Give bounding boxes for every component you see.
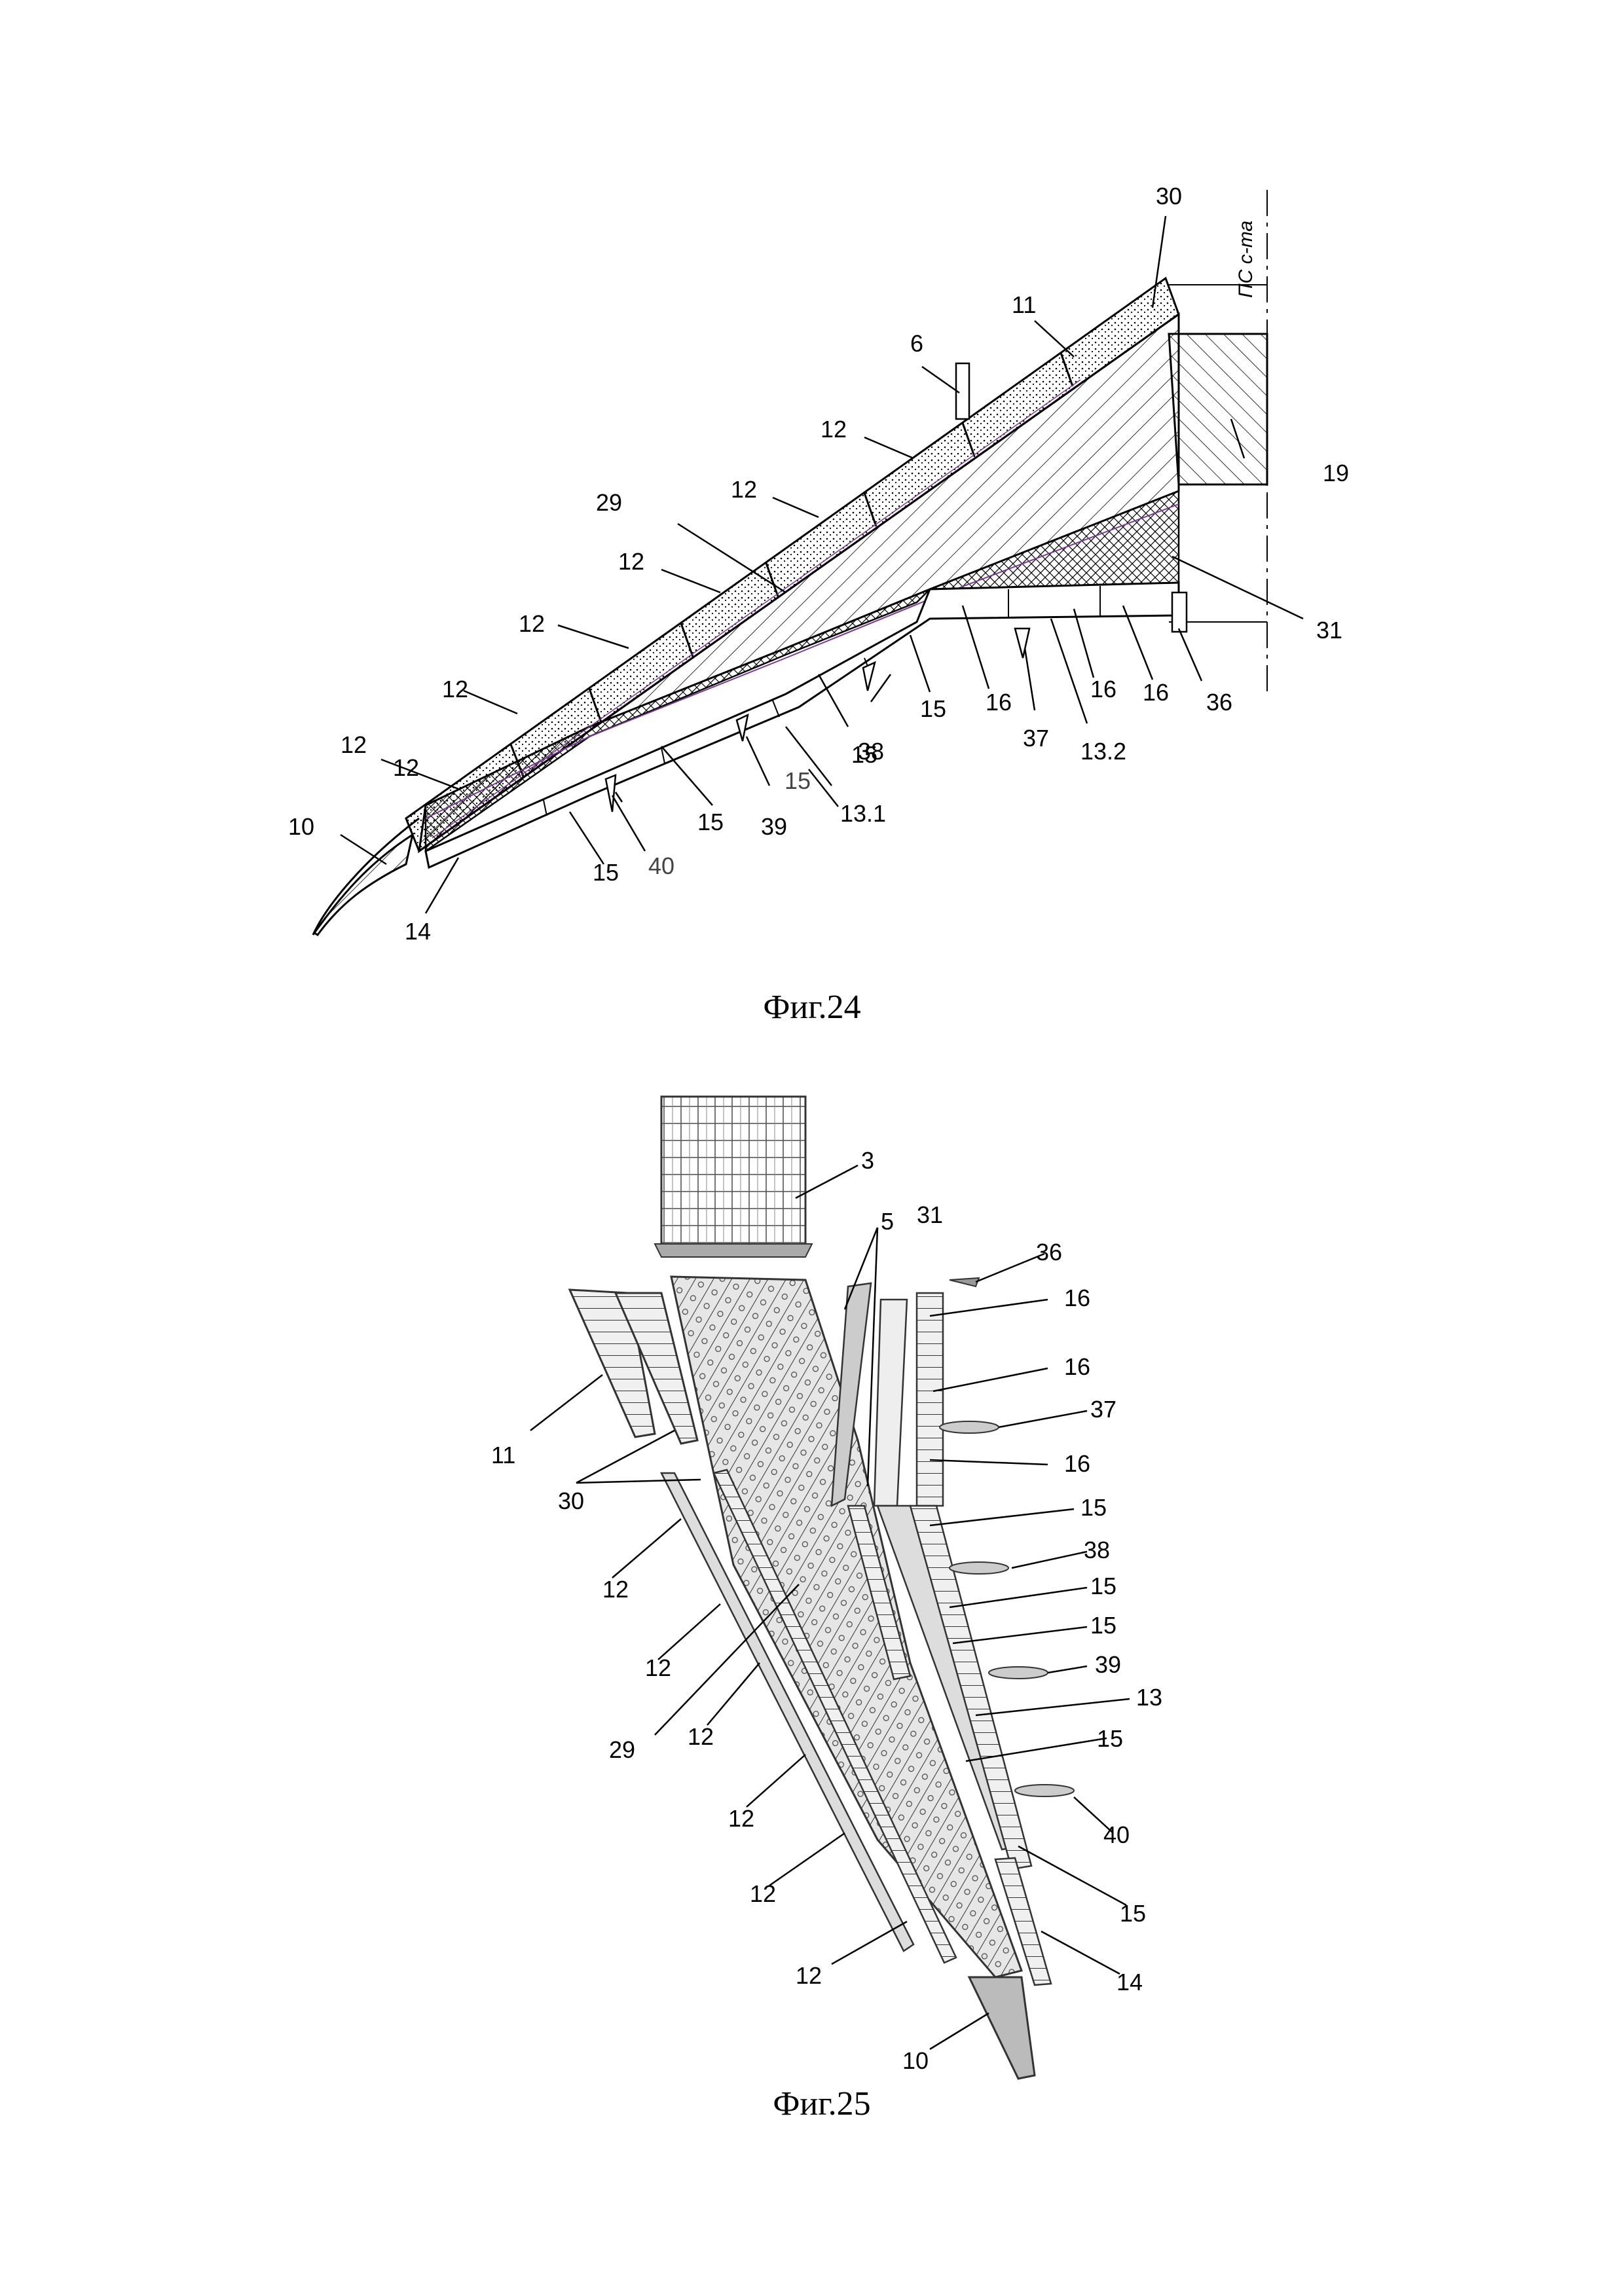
part-39-fitting — [735, 713, 749, 742]
part-14-segment — [994, 1857, 1052, 1986]
callout: 3 — [861, 1147, 874, 1174]
part-16-segments — [873, 1292, 944, 1507]
callout: 12 — [728, 1805, 754, 1832]
callout: 12 — [618, 548, 644, 575]
callout: 39 — [761, 813, 787, 840]
callout: 12 — [645, 1654, 671, 1681]
part-40-fitting — [604, 774, 617, 812]
callout: 16 — [1064, 1450, 1090, 1477]
callout: 12 — [688, 1723, 714, 1750]
part-15-segments — [847, 1504, 1033, 1870]
callout: 15 — [593, 859, 619, 886]
callout: 12 — [796, 1962, 822, 1989]
callout: 12 — [821, 416, 847, 443]
figure-25-exploded-view: 3 5 31 36 16 16 37 16 11 30 15 38 12 15 … — [491, 1095, 1162, 2123]
callout: 40 — [1103, 1821, 1130, 1848]
fairings — [939, 1277, 1075, 1797]
callout: 12 — [519, 610, 545, 637]
callout: 6 — [910, 330, 923, 357]
callout: 31 — [1316, 617, 1342, 644]
callout: 16 — [986, 689, 1012, 716]
callout: 13.1 — [840, 800, 886, 827]
part-10-nose — [967, 1976, 1036, 2080]
callout: 36 — [1206, 689, 1232, 716]
callout: 29 — [609, 1736, 635, 1763]
callout: 11 — [1012, 291, 1036, 318]
callout: 30 — [558, 1487, 584, 1514]
callout: 14 — [405, 918, 431, 945]
callout: 15 — [784, 767, 811, 794]
callout: 29 — [596, 489, 622, 516]
callout: 30 — [1156, 183, 1182, 210]
part-30-panel — [614, 1292, 699, 1445]
callout: 13 — [1136, 1684, 1162, 1711]
callout: 16 — [1064, 1285, 1090, 1311]
callout: 15 — [1120, 1900, 1146, 1927]
callout: 38 — [1084, 1537, 1110, 1563]
callout: 15 — [1097, 1725, 1123, 1752]
callout: 37 — [1023, 725, 1049, 752]
callout: 16 — [1090, 676, 1116, 702]
part-40-fairing — [1014, 1784, 1075, 1797]
callout: 13.2 — [1080, 738, 1126, 765]
callout: 14 — [1116, 1969, 1143, 1995]
part-38-fitting — [862, 661, 876, 691]
callout: 15 — [697, 809, 724, 835]
fittings — [604, 362, 1188, 812]
part-39-fairing — [988, 1666, 1048, 1679]
part-19-root-block — [1168, 333, 1268, 486]
callout: 15 — [920, 695, 946, 722]
part-37-fitting — [1014, 627, 1031, 659]
callout: 5 — [881, 1208, 894, 1235]
callout: 10 — [902, 2047, 929, 2074]
callout: 12 — [341, 731, 367, 758]
callout: 39 — [1095, 1651, 1121, 1678]
part-3-root-section — [660, 1095, 807, 1252]
part-36-fitting — [949, 1277, 980, 1288]
figure-24-callouts: 30 11 6 12 12 19 29 12 12 31 12 12 38 15… — [288, 183, 1349, 945]
part-31-spar — [830, 1282, 872, 1508]
callout: 31 — [917, 1201, 943, 1228]
leader-lines-25 — [530, 1164, 1130, 2050]
axis-note: ПС с-та — [1235, 221, 1257, 298]
callout: 15 — [851, 741, 877, 768]
callout: 36 — [1036, 1239, 1062, 1266]
callout: 19 — [1323, 460, 1349, 486]
callout: 12 — [442, 676, 468, 702]
callout: 15 — [1080, 1494, 1107, 1521]
callout: 11 — [491, 1442, 515, 1468]
callout: 15 — [1090, 1612, 1116, 1639]
part-38-fairing — [949, 1561, 1009, 1575]
figure-25-caption: Фиг.25 — [773, 2085, 870, 2123]
callout: 38 — [858, 738, 884, 765]
callout: 37 — [1090, 1396, 1116, 1423]
figure-24-caption: Фиг.24 — [763, 989, 860, 1026]
callout: 16 — [1143, 679, 1169, 706]
callout: 10 — [288, 813, 314, 840]
callout: 12 — [602, 1576, 629, 1603]
callout: 12 — [731, 476, 757, 503]
callout: 12 — [750, 1880, 776, 1907]
part-10-nose — [312, 832, 415, 936]
part-12-panels-left — [659, 1468, 957, 1964]
part-29-main-torsion-box — [670, 1275, 1023, 1978]
callout: 40 — [648, 852, 674, 879]
callout: 15 — [1090, 1573, 1116, 1599]
callout: 12 — [393, 754, 419, 781]
leader-lines — [340, 215, 1304, 914]
figure-25-callouts: 3 5 31 36 16 16 37 16 11 30 15 38 12 15 … — [491, 1147, 1162, 2074]
figure-24-sectional-view: ПС с-та — [288, 183, 1349, 1026]
part-36-bracket — [1171, 591, 1188, 633]
panel-separators — [509, 352, 1074, 778]
callout: 16 — [1064, 1353, 1090, 1380]
part-37-fairing — [939, 1421, 999, 1434]
